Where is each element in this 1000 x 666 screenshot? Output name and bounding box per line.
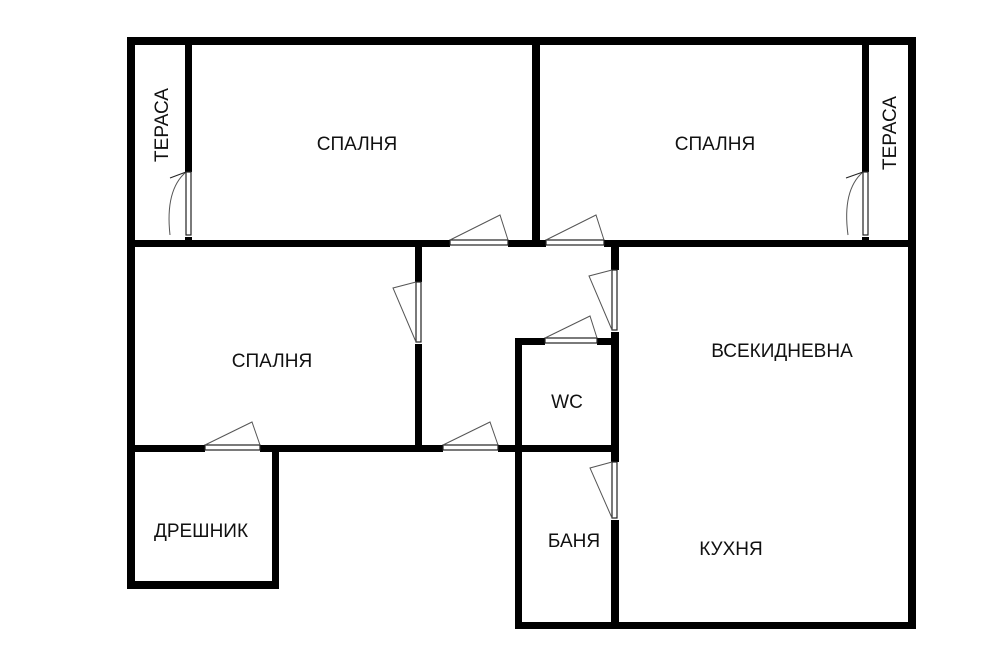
door-storage <box>204 421 261 451</box>
label-terrace-left: ТЕРАСА <box>152 88 173 162</box>
label-living-room: ВСЕКИДНЕВНА <box>711 341 853 362</box>
storage-wall-bottom <box>127 581 279 589</box>
outer-wall-top <box>127 37 916 45</box>
door-wc <box>544 315 598 344</box>
walls <box>127 37 916 629</box>
outer-wall-bottom <box>515 622 916 629</box>
doors <box>168 171 870 520</box>
door-terrace-right <box>845 171 869 236</box>
room-labels: ТЕРАСА ТЕРАСА СПАЛНЯ СПАЛНЯ СПАЛНЯ ВСЕКИ… <box>152 88 901 560</box>
terrace-left-wall <box>185 37 192 245</box>
label-bedroom-top-right: СПАЛНЯ <box>675 134 755 155</box>
outer-wall-left <box>127 37 135 588</box>
label-terrace-right: ТЕРАСА <box>880 96 901 170</box>
label-storage: ДРЕШНИК <box>154 521 248 542</box>
label-bedroom-top-left: СПАЛНЯ <box>317 134 397 155</box>
door-bedroom-top-left <box>449 214 509 246</box>
label-bathroom: БАНЯ <box>548 531 600 552</box>
hall-wall-left <box>415 240 422 452</box>
bedroom-divider-wall <box>532 37 540 245</box>
door-hall-bottom <box>442 421 499 451</box>
living-wall-left <box>611 240 619 629</box>
terrace-right-wall <box>862 37 869 245</box>
lower-horizontal-wall <box>127 445 619 452</box>
bath-wall-left <box>515 338 522 629</box>
label-wc: WC <box>551 392 583 413</box>
door-bedroom-top-right <box>545 214 605 246</box>
mid-horizontal-wall <box>127 240 916 247</box>
door-bedroom-left <box>392 281 422 343</box>
label-kitchen: КУХНЯ <box>699 539 762 560</box>
door-terrace-left <box>168 171 192 236</box>
door-bathroom <box>589 461 618 519</box>
storage-wall-right <box>272 450 279 589</box>
outer-wall-right <box>908 37 916 629</box>
label-bedroom-left: СПАЛНЯ <box>232 351 312 372</box>
door-living-room <box>588 269 618 331</box>
